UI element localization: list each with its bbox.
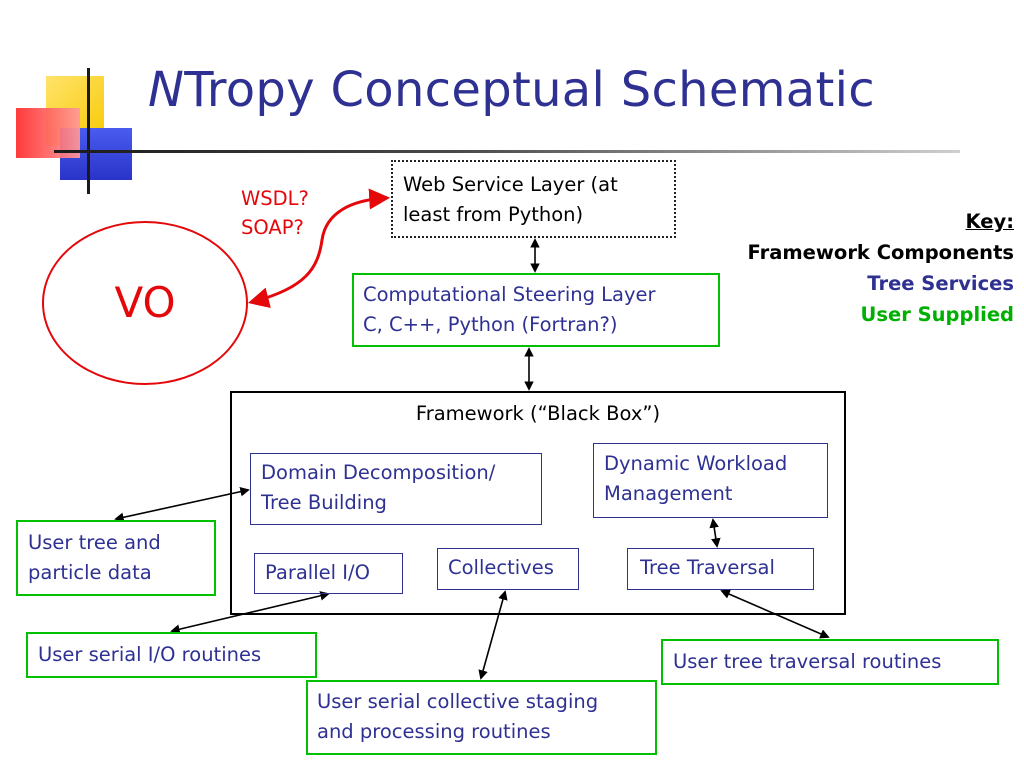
parallel-io-label: Parallel I/O [265, 561, 370, 584]
decor-red-square [16, 108, 80, 158]
parallel-io-box: Parallel I/O [254, 553, 403, 594]
page-title: NTropy Conceptual Schematic [148, 62, 875, 118]
dynamic-line-1: Dynamic Workload [604, 452, 788, 475]
user-tree-line-1: User tree and [28, 531, 161, 554]
decor-vertical-line [87, 68, 90, 194]
title-underline [54, 150, 960, 153]
vo-ellipse: VO [42, 221, 248, 385]
domain-decomposition-box: Domain Decomposition/ Tree Building [250, 453, 542, 525]
user-traversal-routines-box: User tree traversal routines [661, 639, 999, 685]
collectives-label: Collectives [448, 556, 554, 579]
user-collective-line-1: User serial collective staging [317, 690, 599, 713]
dynamic-line-2: Management [604, 482, 733, 505]
web-service-layer-box: Web Service Layer (at least from Python) [391, 160, 676, 238]
tree-traversal-box: Tree Traversal [627, 548, 814, 590]
steering-line-2: C, C++, Python (Fortran?) [363, 313, 618, 336]
tree-traversal-label: Tree Traversal [640, 556, 775, 579]
key-tree-services: Tree Services [867, 272, 1014, 295]
domain-line-2: Tree Building [261, 491, 387, 514]
user-tree-line-2: particle data [28, 561, 152, 584]
key-user-supplied: User Supplied [860, 303, 1014, 326]
web-service-line-2: least from Python) [403, 203, 584, 226]
title-italic-n: N [148, 62, 185, 118]
title-rest: Tropy Conceptual Schematic [184, 62, 875, 118]
domain-line-1: Domain Decomposition/ [261, 461, 496, 484]
vo-label: VO [114, 278, 176, 327]
user-collective-routines-box: User serial collective staging and proce… [306, 680, 657, 755]
protocol-line-1: WSDL? [241, 187, 309, 210]
key-title: Key: [965, 210, 1014, 233]
framework-box: Framework (“Black Box”) [230, 391, 846, 615]
collectives-box: Collectives [437, 548, 579, 590]
framework-label: Framework (“Black Box”) [415, 402, 661, 425]
dynamic-workload-box: Dynamic Workload Management [593, 443, 828, 518]
protocol-line-2: SOAP? [241, 216, 304, 239]
user-tree-data-box: User tree and particle data [16, 520, 216, 596]
user-serial-io-label: User serial I/O routines [38, 643, 262, 666]
protocol-label: WSDL? SOAP? [241, 184, 309, 242]
arrow-domain-to-tree-data [114, 486, 250, 523]
key-framework-components: Framework Components [747, 241, 1014, 264]
web-service-line-1: Web Service Layer (at [403, 173, 618, 196]
steering-layer-box: Computational Steering Layer C, C++, Pyt… [352, 273, 720, 347]
key-legend: Key: Framework Components Tree Services … [660, 206, 1014, 330]
steering-line-1: Computational Steering Layer [363, 283, 656, 306]
user-traversal-label: User tree traversal routines [673, 650, 942, 673]
user-collective-line-2: and processing routines [317, 720, 551, 743]
user-serial-io-box: User serial I/O routines [26, 632, 317, 678]
